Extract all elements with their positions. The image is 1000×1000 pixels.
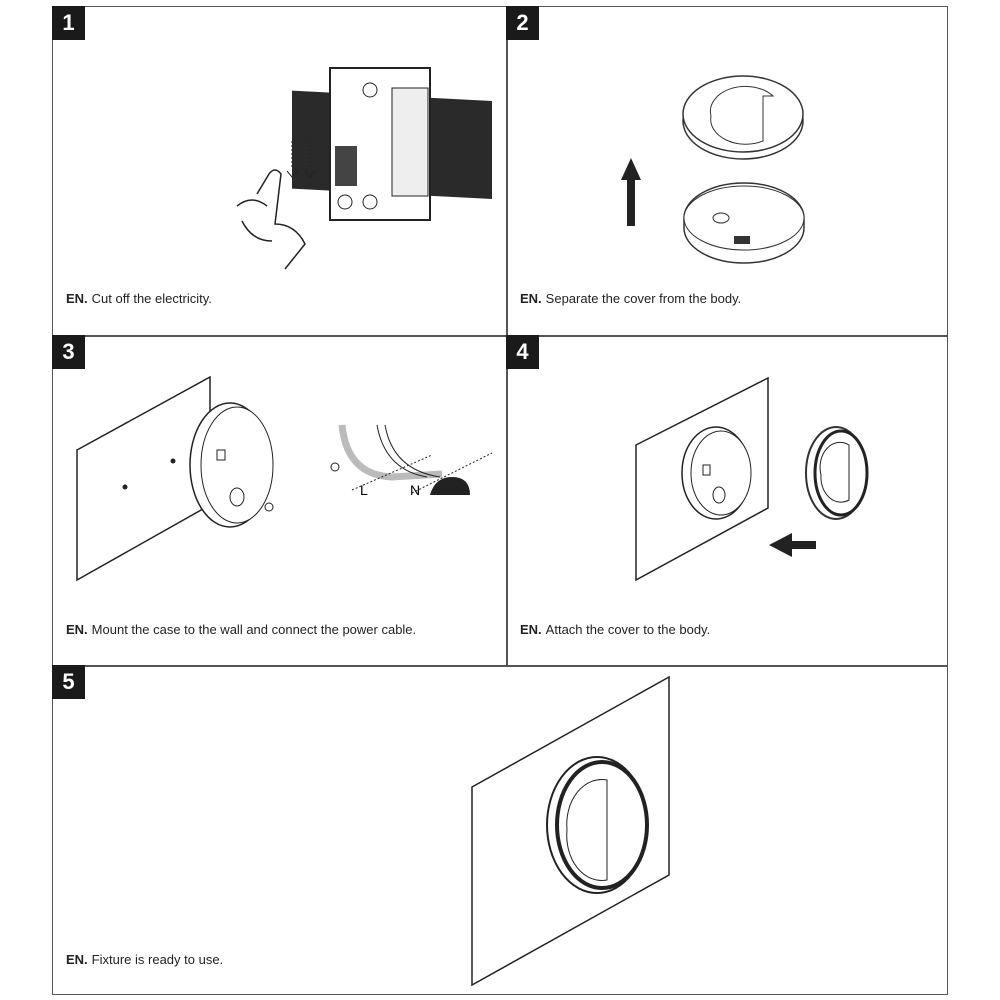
- cover-separation-illustration: [621, 75, 805, 264]
- attach-cover-illustration: [635, 376, 869, 582]
- step-2-panel: 2 EN.Separate the cover from the body.: [506, 6, 948, 335]
- step-3-panel: 3 L N EN.Mount the case to the wall and …: [52, 335, 506, 665]
- divider: [52, 335, 948, 337]
- circuit-breaker-illustration: [236, 67, 492, 270]
- live-wire-label: L: [360, 482, 368, 498]
- neutral-wire-label: N: [410, 482, 420, 498]
- step-4-panel: 4 EN.Attach the cover to the body.: [506, 335, 948, 665]
- step-caption: EN.Attach the cover to the body.: [520, 622, 711, 637]
- step-5-panel: 5 EN.Fixture is ready to use.: [52, 665, 948, 995]
- step-number-badge: 5: [52, 665, 85, 699]
- mount-case-illustration: L N: [76, 375, 493, 582]
- step-caption: EN.Cut off the electricity.: [66, 291, 212, 306]
- instruction-sheet: [52, 6, 948, 995]
- step-1-panel: 1 EN.Cut off the electricity.: [52, 6, 506, 335]
- step-number-badge: 1: [52, 6, 85, 40]
- step-number-badge: 2: [506, 6, 539, 40]
- step-number-badge: 4: [506, 335, 539, 369]
- step-caption: EN.Separate the cover from the body.: [520, 291, 742, 306]
- step-caption: EN.Mount the case to the wall and connec…: [66, 622, 417, 637]
- step-caption: EN.Fixture is ready to use.: [66, 952, 224, 967]
- divider: [52, 665, 948, 667]
- finished-fixture-illustration: [471, 675, 670, 987]
- step-number-badge: 3: [52, 335, 85, 369]
